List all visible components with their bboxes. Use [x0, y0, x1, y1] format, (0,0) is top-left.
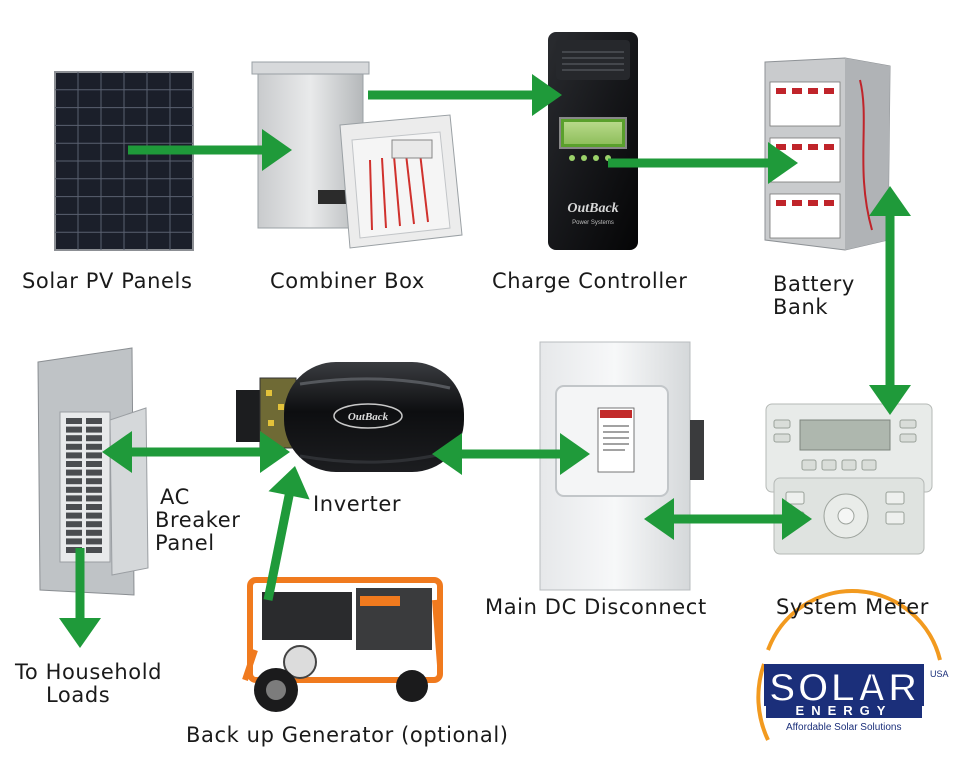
arrow-pv-to-combiner: [128, 129, 292, 171]
label-main-dc-disconnect: Main DC Disconnect: [485, 595, 707, 619]
logo-tagline: Affordable Solar Solutions: [786, 722, 902, 733]
arrow-controller-to-battery: [608, 142, 798, 184]
charge-controller: OutBack Power Systems: [548, 32, 638, 250]
arrow-generator-to-inverter: [263, 466, 310, 601]
label-battery-line2: Bank: [773, 295, 829, 319]
label-battery-line1: Battery: [773, 272, 855, 296]
arrow-breaker-to-loads: [59, 548, 101, 648]
label-system-meter: System Meter: [776, 595, 930, 619]
arrow-inverter-breaker: [102, 431, 290, 473]
logo-usa-text: USA: [930, 669, 949, 679]
label-inverter: Inverter: [313, 492, 402, 516]
logo-energy-text: ENERGY: [766, 704, 922, 718]
battery-bank: [764, 57, 891, 251]
label-ac-line3: Panel: [155, 531, 215, 555]
inverter-brand: OutBack: [348, 411, 389, 423]
logo-solar-text: SOLAR: [768, 666, 919, 710]
charge-controller-brand: OutBack: [567, 201, 618, 216]
arrow-battery-meter: [869, 186, 911, 415]
inverter: OutBack: [236, 362, 464, 472]
main-dc-disconnect: [539, 341, 704, 591]
label-ac-line1: AC: [160, 485, 190, 509]
arrow-meter-disconnect: [644, 498, 812, 540]
system-meter: [765, 403, 933, 555]
backup-generator: [242, 577, 443, 712]
label-backup-generator: Back up Generator (optional): [186, 723, 509, 747]
solar-pv-panel: [54, 71, 194, 251]
arrow-combiner-to-controller: [368, 74, 562, 116]
charge-controller-subbrand: Power Systems: [572, 220, 614, 226]
label-combiner-box: Combiner Box: [270, 269, 425, 293]
label-charge-controller: Charge Controller: [492, 269, 688, 293]
label-household-line2: Loads: [46, 683, 111, 707]
label-household-line1: To Household: [15, 660, 163, 684]
solar-energy-logo: [756, 589, 942, 741]
label-solar-pv-panels: Solar PV Panels: [22, 269, 193, 293]
label-ac-line2: Breaker: [155, 508, 241, 532]
flow-arrows: [59, 74, 911, 648]
combiner-box: [251, 61, 463, 249]
arrow-disconnect-inverter: [432, 433, 590, 475]
